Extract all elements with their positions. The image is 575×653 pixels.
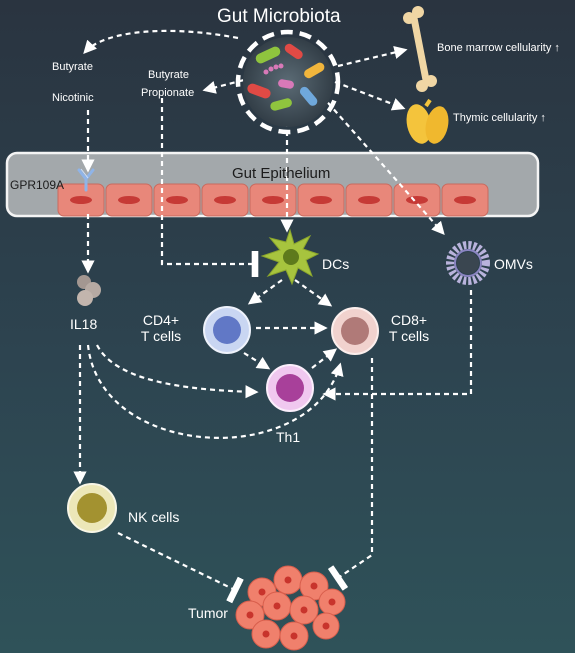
propionate-label: Propionate xyxy=(141,87,195,99)
nk-cells-label: NK cells xyxy=(128,509,180,525)
cd8-t-cells-label: CD8+ T cells xyxy=(381,312,437,344)
gpr109a-label: GPR109A xyxy=(10,178,65,192)
cd4-t-cell-icon xyxy=(203,306,251,354)
tumor-label: Tumor xyxy=(188,605,228,621)
cell-nucleus xyxy=(310,196,332,204)
nicotinic-label: Nicotinic xyxy=(52,92,94,104)
thymic-cellularity-label: Thymic cellularity ↑ xyxy=(453,112,546,124)
cell-nucleus xyxy=(454,196,476,204)
il18-molecule-icon xyxy=(77,275,101,306)
il18-label: IL18 xyxy=(70,316,98,332)
gut-microbiota-icon xyxy=(235,29,341,135)
butyrate-label-center: Butyrate xyxy=(148,69,189,81)
arrow-il18-to-cd8 xyxy=(86,344,344,439)
bone-icon xyxy=(403,6,437,92)
cd8-label: CD8+ xyxy=(390,312,428,328)
bone-marrow-cellularity-label: Bone marrow cellularity ↑ xyxy=(437,42,560,54)
arrow-cd4-to-th1 xyxy=(243,352,271,370)
omv-icon xyxy=(446,241,490,285)
inhibit-cd8-to-tumor xyxy=(327,358,374,591)
cell-nucleus xyxy=(166,196,188,204)
inhibit-nk-to-tumor xyxy=(117,532,244,604)
arrow-il18-to-th1 xyxy=(96,344,259,399)
th1-label: Th1 xyxy=(276,429,301,445)
gut-epithelium-label: Gut Epithelium xyxy=(232,165,331,182)
arrow-microbiota-to-butyrate-propionate xyxy=(202,76,253,94)
cd8-t-cells-text: T cells xyxy=(388,328,430,345)
th1-cell-icon xyxy=(266,364,314,412)
cd4-label: CD4+ xyxy=(142,312,180,328)
cell-nucleus xyxy=(214,196,236,204)
cell-nucleus xyxy=(358,196,380,204)
cell-nucleus xyxy=(406,196,428,204)
nk-cell-icon xyxy=(67,483,117,533)
epithelial-cells xyxy=(57,183,489,217)
arrow-to-bone-marrow xyxy=(337,46,408,68)
arrow-microbiota-to-butyrate-left xyxy=(83,29,239,54)
cd4-t-cells-text: T cells xyxy=(140,328,182,345)
cd8-t-cell-icon xyxy=(331,307,379,355)
gut-microbiota-title: Gut Microbiota xyxy=(217,6,341,27)
cell-nucleus xyxy=(118,196,140,204)
arrow-dcs-to-cd8 xyxy=(294,279,333,307)
butyrate-label-left: Butyrate xyxy=(52,61,93,73)
tumor-icon xyxy=(235,565,346,651)
thymus-icon xyxy=(406,98,449,144)
arrow-omvs-to-th1 xyxy=(322,290,473,401)
arrow-dcs-to-cd4 xyxy=(247,279,283,305)
arrow-microbiota-to-omvs xyxy=(321,95,445,235)
arrow-to-thymus xyxy=(334,80,406,111)
gut-epithelium xyxy=(5,151,540,218)
omvs-label: OMVs xyxy=(494,256,533,272)
cell-nucleus xyxy=(262,196,284,204)
arrow-th1-to-cd8 xyxy=(311,348,338,369)
inhibit-butyrate-propionate-to-dcs xyxy=(160,98,259,278)
cell-nucleus xyxy=(70,196,92,204)
dcs-label: DCs xyxy=(322,256,350,272)
cd4-t-cells-label: CD4+ T cells xyxy=(130,312,192,344)
dendritic-cell-icon xyxy=(260,228,320,286)
pathway-arrows xyxy=(73,29,473,604)
